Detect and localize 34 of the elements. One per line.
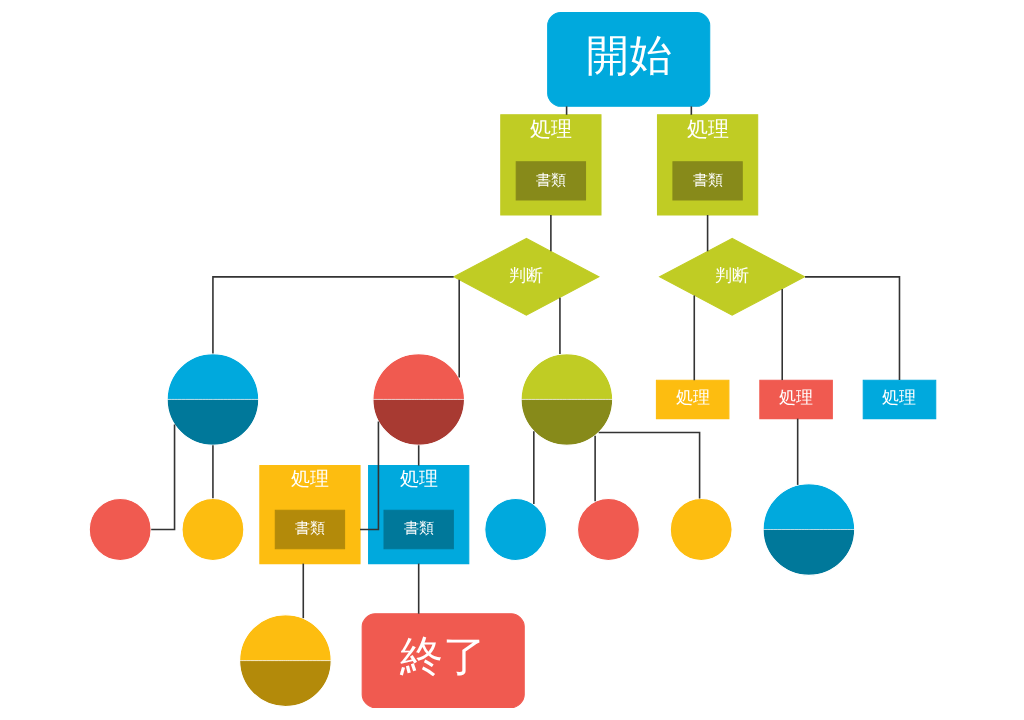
connector — [796, 417, 798, 486]
connector — [706, 214, 708, 253]
connector — [149, 423, 175, 531]
node-box: 処理 — [862, 379, 936, 420]
node-circle — [88, 498, 152, 561]
node-box: 開始 — [546, 11, 710, 107]
node-box: 終了 — [361, 613, 525, 709]
node-diamond: 判断 — [452, 237, 600, 316]
node-circle — [669, 498, 733, 561]
node-box: 処理 — [655, 379, 729, 420]
node-diamond: 判断 — [657, 237, 806, 316]
connector — [457, 279, 460, 379]
connector — [597, 431, 700, 500]
connector — [593, 434, 596, 503]
node-circle — [576, 498, 640, 561]
node-box: 書類 — [671, 161, 743, 201]
connector — [301, 562, 304, 619]
connector — [803, 276, 900, 381]
connector — [692, 294, 695, 382]
node-box: 書類 — [274, 509, 345, 550]
connector — [417, 562, 419, 615]
node-circle — [180, 498, 244, 561]
connector — [558, 296, 561, 355]
connector — [211, 444, 214, 500]
connector — [532, 430, 535, 505]
connector — [780, 288, 783, 381]
connector — [417, 444, 419, 467]
node-box: 書類 — [515, 161, 586, 201]
node-box: 書類 — [383, 509, 454, 550]
connector — [211, 276, 454, 355]
connector — [358, 420, 379, 531]
node-box: 処理 — [758, 379, 833, 420]
node-circle — [483, 498, 547, 561]
connector — [549, 214, 552, 253]
